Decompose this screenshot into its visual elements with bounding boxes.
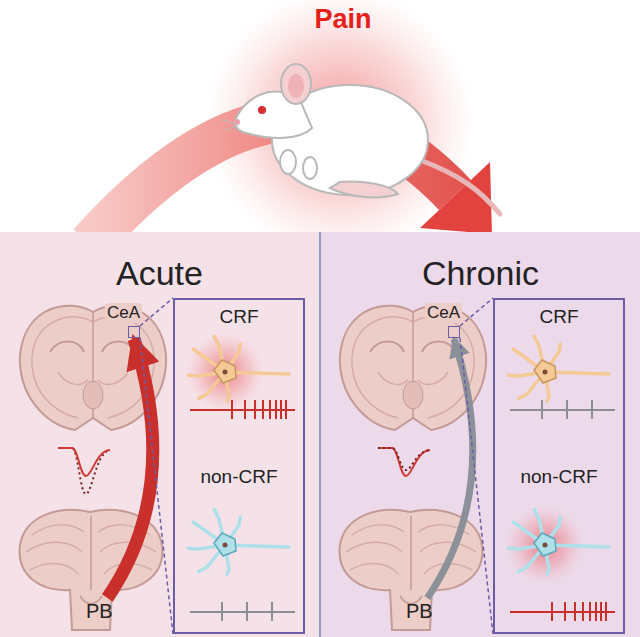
soma (534, 360, 556, 383)
panel-title: Chronic (422, 254, 539, 293)
text-slot: CRF (175, 306, 303, 328)
neuron (505, 505, 609, 585)
nucleus (543, 543, 548, 548)
inset-box: CRF non-CRF (173, 298, 305, 634)
nucleus (223, 370, 228, 375)
region-label-box: PB (86, 600, 113, 623)
cell-label: non-CRF (200, 466, 277, 488)
cell-label: CRF (219, 306, 258, 328)
spike-train (510, 602, 615, 621)
nucleus (223, 543, 228, 548)
text-slot: non-CRF (175, 466, 303, 488)
mouse (222, 64, 500, 214)
panel-title: Acute (116, 254, 203, 293)
region-label: CeA (425, 303, 462, 323)
neuron (185, 332, 289, 412)
text-slot: CeA (425, 303, 462, 323)
title: Pain (314, 4, 371, 35)
region-label: CeA (105, 303, 142, 323)
cell-label: non-CRF (520, 466, 597, 488)
soma (214, 533, 236, 556)
neuron (508, 336, 609, 401)
neuron (188, 509, 289, 574)
projection-arrow (427, 339, 472, 598)
panel: AcuteCeA PB CRF non-CRF (0, 232, 319, 637)
nucleus (543, 370, 548, 375)
region-label: PB (86, 600, 113, 623)
region-marker: CeA (128, 326, 140, 338)
region-label-box: PB (406, 600, 433, 623)
inset-box: CRF non-CRF (493, 298, 625, 634)
region-label: PB (406, 600, 433, 623)
region-marker: CeA (448, 326, 460, 338)
text-slot: CRF (495, 306, 623, 328)
zoom-leader (460, 298, 493, 634)
cell-label: CRF (539, 306, 578, 328)
spike-train (510, 400, 615, 419)
panel: ChronicCeA PB CRF non-CRF (321, 232, 640, 637)
text-slot: CeA (105, 303, 142, 323)
projection-arrow (107, 339, 152, 598)
title-slot: Pain (243, 4, 443, 35)
text-slot: Acute (0, 254, 319, 293)
spike-train (190, 400, 295, 419)
spike-train (190, 602, 295, 621)
zoom-leader (140, 298, 173, 634)
soma (534, 533, 556, 556)
text-slot: Chronic (321, 254, 640, 293)
text-slot: non-CRF (495, 466, 623, 488)
soma (214, 360, 236, 383)
